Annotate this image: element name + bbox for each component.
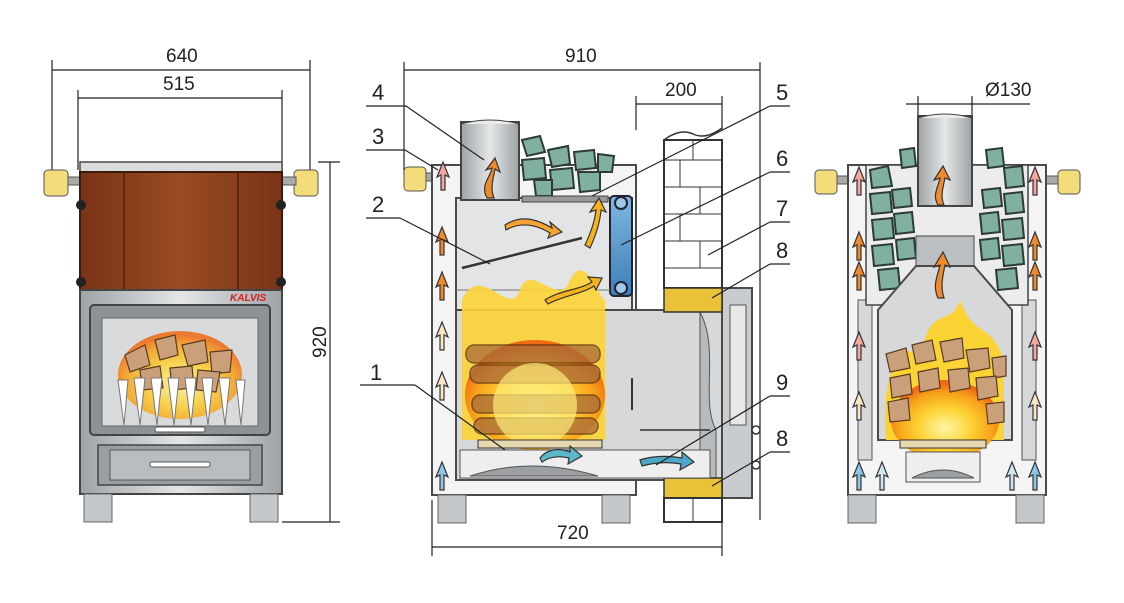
- stone-icon: [885, 337, 1007, 425]
- dim-front-inner-width: 515: [163, 74, 195, 95]
- callout-8b: 8: [776, 426, 788, 451]
- arrow-icon: [544, 276, 603, 305]
- stone-icon: [868, 146, 1026, 292]
- dim-flue-diameter: Ø130: [985, 80, 1031, 101]
- brand-logo: KALVIS: [230, 293, 266, 304]
- insulation-top: [663, 287, 723, 313]
- door-handle[interactable]: [154, 426, 206, 433]
- callout-9: 9: [776, 370, 788, 395]
- callout-3: 3: [372, 124, 384, 149]
- callout-2: 2: [372, 192, 384, 217]
- arrow-icon: [932, 164, 952, 206]
- stone-icon: [520, 134, 616, 197]
- front-section-view: Ø130: [814, 80, 1081, 524]
- arrow-icon: [639, 450, 696, 472]
- callout-8: 8: [776, 238, 788, 263]
- callout-4: 4: [372, 80, 384, 105]
- handle-icon[interactable]: [814, 169, 838, 195]
- dim-height: 920: [310, 326, 331, 358]
- wood-panel: [79, 171, 283, 291]
- handle-icon[interactable]: [403, 166, 427, 192]
- dim-base-length: 720: [557, 523, 589, 544]
- chimney-pipe: [917, 115, 973, 207]
- callout-7: 7: [776, 196, 788, 221]
- callout-6: 6: [776, 146, 788, 171]
- handle-icon[interactable]: [43, 169, 69, 197]
- side-section-view: 910 200 720: [360, 46, 790, 556]
- arrow-icon: [483, 156, 502, 199]
- arrow-icon: [539, 444, 584, 466]
- drawer-handle[interactable]: [149, 461, 211, 468]
- arrow-icon: [584, 196, 608, 249]
- dim-front-width: 640: [166, 46, 198, 67]
- brick-wall: [663, 127, 723, 523]
- arrow-icon: [504, 218, 564, 240]
- dim-wall-thickness: 200: [665, 80, 697, 101]
- handle-icon[interactable]: [1057, 169, 1081, 195]
- arrow-icon: [932, 250, 952, 299]
- callout-5: 5: [776, 80, 788, 105]
- callout-1: 1: [370, 360, 382, 385]
- insulation-bottom: [663, 477, 723, 499]
- dim-side-length: 910: [565, 46, 597, 67]
- handle-icon[interactable]: [293, 169, 319, 197]
- front-view: 640 515 KALVIS: [43, 46, 340, 523]
